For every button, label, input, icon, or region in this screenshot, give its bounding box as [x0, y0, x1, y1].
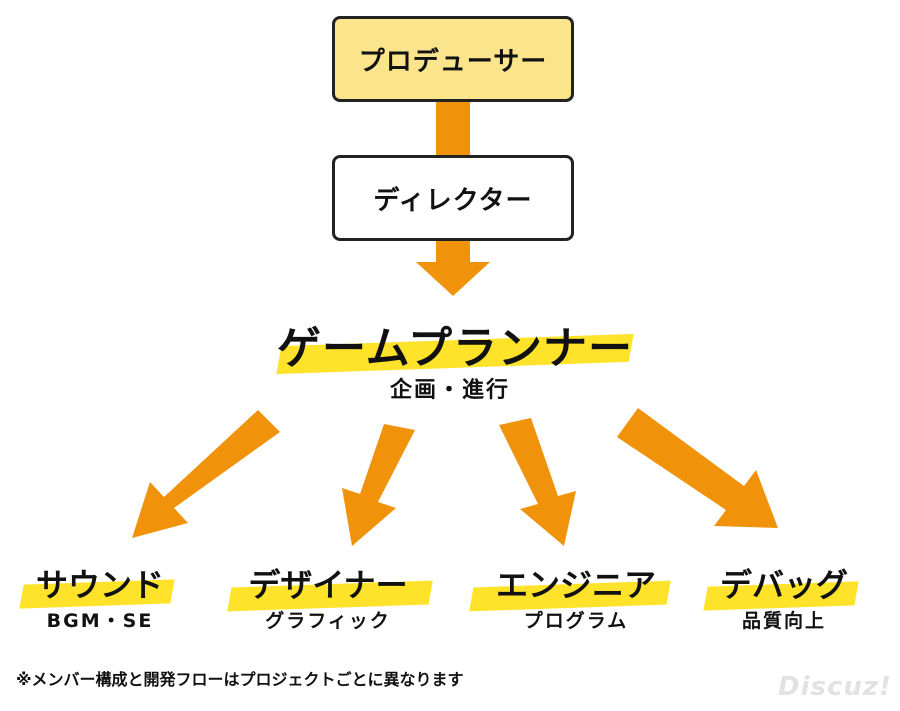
role-subtitle-sound: BGM・SE — [46, 610, 154, 632]
planner-subtitle: 企画・進行 — [389, 378, 510, 403]
planner-title: ゲームプランナー — [276, 323, 634, 374]
role-subtitle-debug: 品質向上 — [741, 610, 826, 632]
arrow-to-engineer — [499, 418, 576, 546]
role-subtitle-designer: グラフィック — [265, 610, 391, 632]
connector-bar — [436, 100, 470, 158]
role-title-engineer: エンジニア — [495, 566, 656, 604]
producer-label: プロデューサー — [358, 46, 548, 77]
director-box: ディレクター — [332, 155, 574, 241]
role-title-debug: デバッグ — [719, 566, 848, 604]
footnote: ※メンバー構成と開発フローはプロジェクトごとに異なります — [16, 670, 464, 689]
arrow-to-sound — [132, 410, 280, 538]
arrow-to-designer — [342, 424, 415, 546]
watermark: Discuz! — [778, 672, 892, 702]
role-title-designer: デザイナー — [248, 566, 408, 604]
producer-box: プロデューサー — [332, 16, 574, 102]
director-label: ディレクター — [373, 185, 533, 216]
role-subtitle-engineer: プログラム — [523, 610, 629, 632]
role-title-sound: サウンド — [35, 566, 164, 604]
arrow-down-to-planner — [416, 239, 490, 296]
arrow-to-debug — [617, 408, 778, 528]
